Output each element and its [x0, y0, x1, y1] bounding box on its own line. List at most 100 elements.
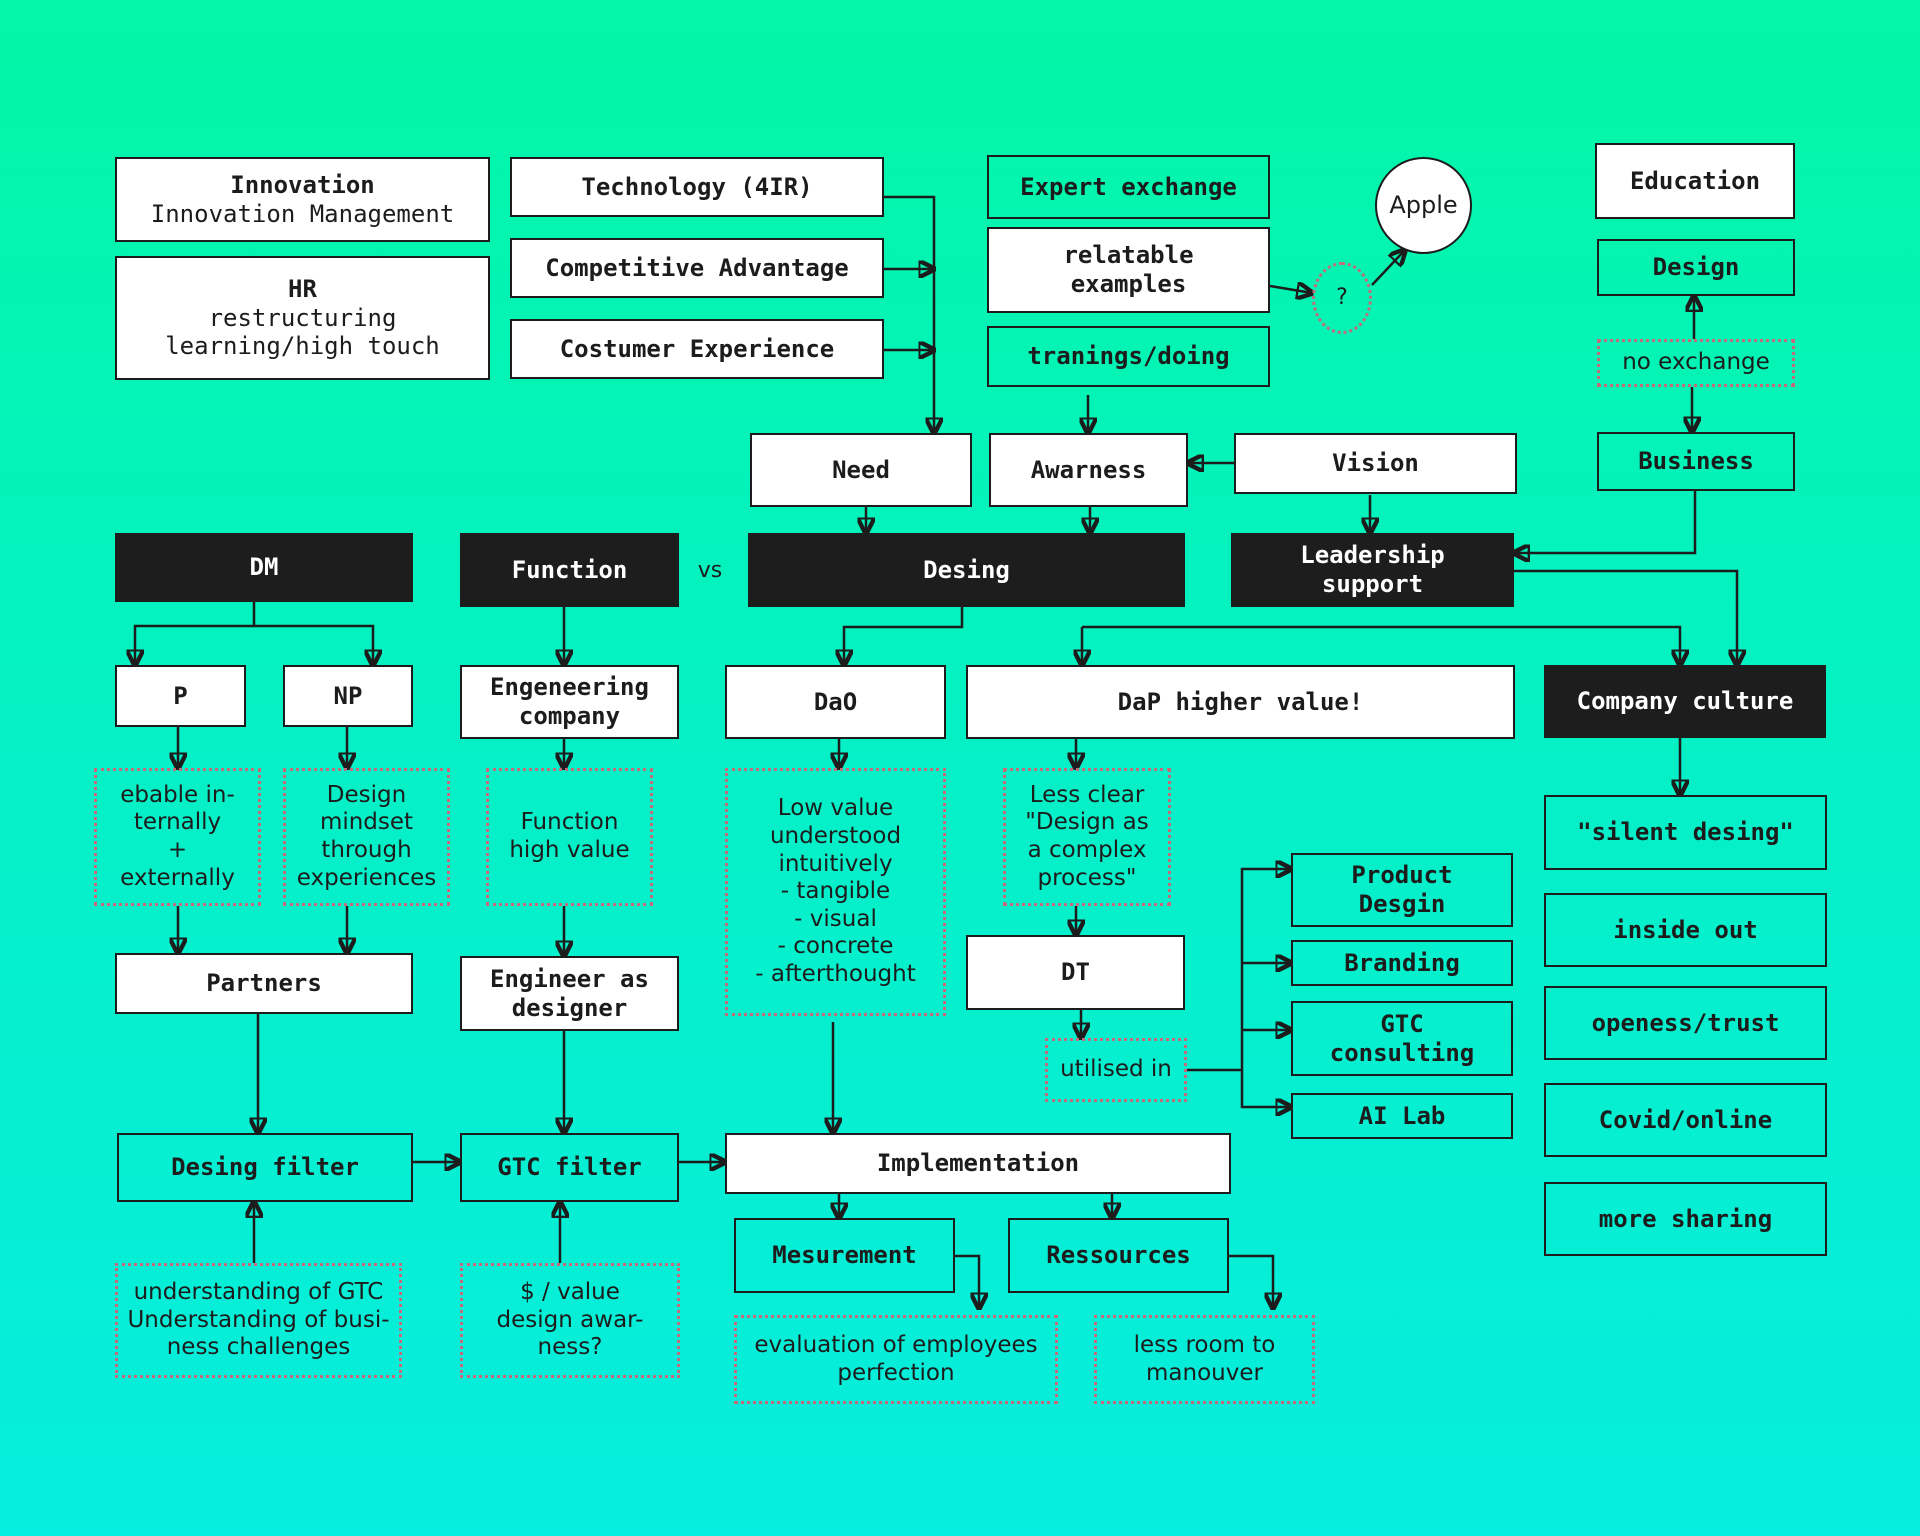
node-line: Desgin — [1358, 890, 1446, 918]
node-line: Covid/online — [1598, 1105, 1773, 1134]
node-p: P — [115, 665, 246, 727]
node-more-sharing: more sharing — [1544, 1182, 1827, 1256]
node-line: designer — [511, 993, 628, 1022]
node-implementation: Implementation — [725, 1133, 1231, 1194]
node-ai-lab: AI Lab — [1291, 1093, 1513, 1139]
node-dt: DT — [966, 935, 1185, 1010]
node-line: - concrete — [777, 933, 894, 960]
node-mesurement: Mesurement — [734, 1218, 955, 1293]
node-line: Expert exchange — [1020, 172, 1237, 201]
node-line: manouver — [1146, 1359, 1263, 1386]
edge-dm-to-p — [135, 602, 256, 665]
node-line: experiences — [296, 864, 437, 891]
node-line: understood — [769, 823, 902, 850]
edge-utilised-to-ai-lab — [1240, 1070, 1291, 1107]
edge-dm-to-np — [254, 624, 373, 665]
node-dap: DaP higher value! — [966, 665, 1515, 739]
node-line: more sharing — [1598, 1204, 1773, 1233]
node-line: Low value — [777, 795, 894, 822]
edge-mesurement-to-evaluation — [955, 1254, 979, 1308]
node-awarness: Awarness — [989, 433, 1188, 507]
node-line: intuitively — [778, 850, 893, 877]
node-no-exchange: no exchange — [1597, 339, 1795, 387]
node-ressources: Ressources — [1008, 1218, 1229, 1293]
node-line: ebable in- — [120, 781, 235, 808]
node-line: Technology (4IR) — [581, 172, 813, 201]
node-line: + — [167, 837, 188, 863]
node-education: Education — [1595, 143, 1795, 219]
node-np: NP — [283, 665, 413, 727]
node-inside-out: inside out — [1544, 893, 1827, 967]
node-silent: "silent desing" — [1544, 795, 1827, 870]
node-line: Desing filter — [171, 1153, 359, 1182]
node-vs: vs — [680, 553, 740, 589]
node-line: Less clear — [1029, 781, 1145, 808]
node-line: GTC — [1380, 1009, 1424, 1038]
node-line: understanding of GTC — [133, 1279, 384, 1306]
node-line: Apple — [1389, 191, 1458, 220]
node-line: learning/high touch — [165, 332, 440, 361]
node-line: DaO — [813, 687, 858, 716]
node-business: Business — [1597, 432, 1795, 491]
node-line: Awarness — [1030, 455, 1147, 484]
node-line: consulting — [1329, 1038, 1475, 1067]
node-line: Product — [1351, 861, 1453, 890]
node-tranings: tranings/doing — [987, 326, 1270, 387]
node-costumer: Costumer Experience — [510, 319, 884, 379]
node-line: Competitive Advantage — [545, 253, 849, 282]
node-line: Innovation — [230, 170, 375, 199]
node-apple: Apple — [1375, 157, 1472, 254]
node-line: examples — [1070, 270, 1187, 298]
node-line: evaluation of employees — [754, 1331, 1038, 1358]
node-line: support — [1321, 570, 1424, 598]
node-line: - tangible — [780, 878, 891, 905]
node-line: AI Lab — [1358, 1101, 1446, 1130]
node-line: GTC filter — [497, 1153, 642, 1182]
node-expert: Expert exchange — [987, 155, 1270, 219]
node-line: Engineer as — [490, 964, 649, 993]
node-dm: DM — [115, 533, 413, 602]
node-line: Engeneering — [490, 673, 649, 702]
node-line: Leadership — [1300, 541, 1445, 570]
node-line: Mesurement — [772, 1241, 917, 1270]
node-line: no exchange — [1622, 349, 1770, 376]
node-desing-filter: Desing filter — [117, 1133, 413, 1202]
node-question: ? — [1312, 262, 1372, 334]
edge-business-to-leadership — [1514, 491, 1697, 553]
node-line: DaP higher value! — [1117, 687, 1364, 716]
node-design-edu: Design — [1597, 239, 1795, 296]
node-line: high value — [509, 837, 630, 863]
node-partners: Partners — [115, 953, 413, 1014]
node-line: HR — [288, 274, 317, 303]
node-desing: Desing — [748, 533, 1185, 607]
node-line: Company culture — [1576, 687, 1794, 716]
edge-relatable-to-question — [1269, 286, 1312, 293]
node-line: tranings/doing — [1027, 342, 1230, 371]
node-line: relatable — [1063, 241, 1194, 270]
node-utilised: utilised in — [1045, 1038, 1187, 1102]
node-line: inside out — [1613, 915, 1758, 944]
node-line: - visual — [794, 905, 877, 932]
node-line: Ressources — [1046, 1241, 1191, 1270]
node-company-culture: Company culture — [1544, 665, 1826, 738]
node-line: company — [518, 702, 621, 730]
node-ebable: ebable in-ternally+externally — [94, 768, 261, 906]
node-line: Innovation Management — [150, 199, 455, 228]
node-branding: Branding — [1291, 940, 1513, 986]
node-line: Function — [511, 555, 628, 584]
edge-technology-to-need — [884, 195, 934, 433]
node-line: ness challenges — [166, 1334, 351, 1361]
node-line: Understanding of busi- — [127, 1306, 390, 1333]
